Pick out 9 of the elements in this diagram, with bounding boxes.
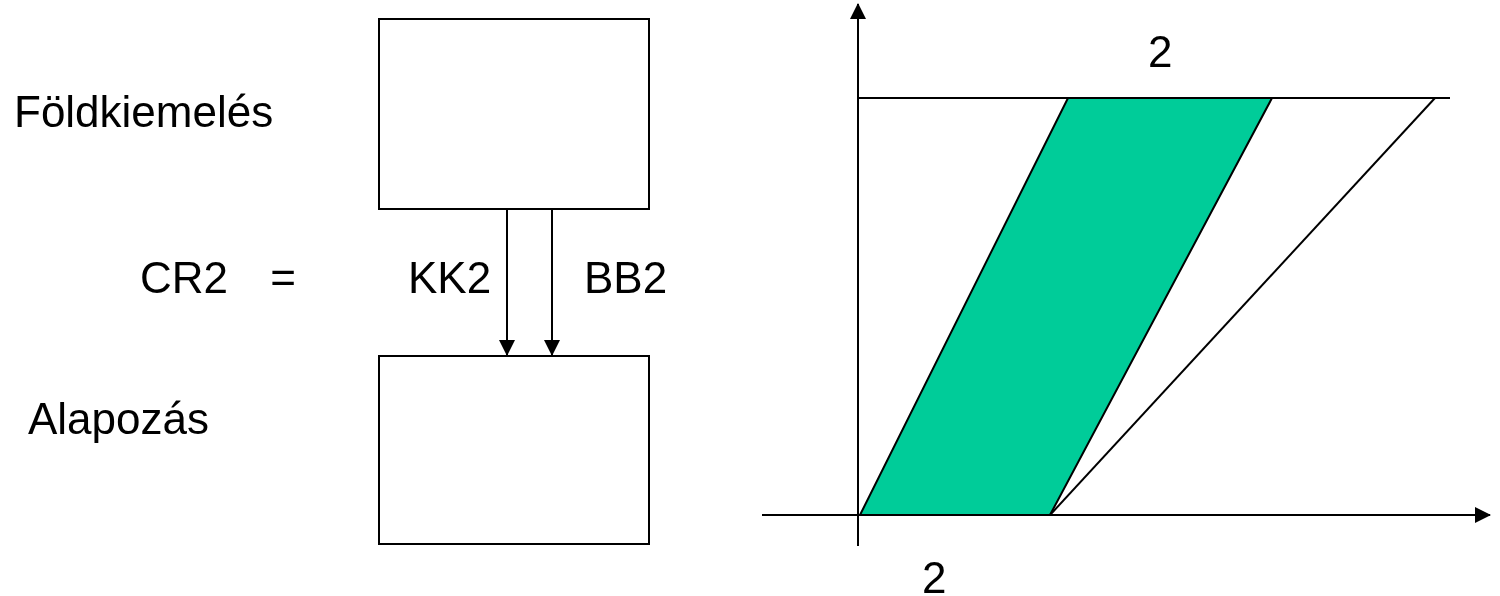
box-caption: Alapozás [28, 397, 209, 441]
empty-box [378, 18, 650, 210]
arrow [499, 209, 515, 356]
text-label: CR2 = [140, 256, 296, 300]
box-caption: Földkiemelés [14, 90, 274, 134]
arrow [544, 209, 560, 356]
text-label: 2 [922, 556, 947, 596]
empty-box [378, 355, 650, 545]
text-label: 2 [1148, 30, 1173, 74]
